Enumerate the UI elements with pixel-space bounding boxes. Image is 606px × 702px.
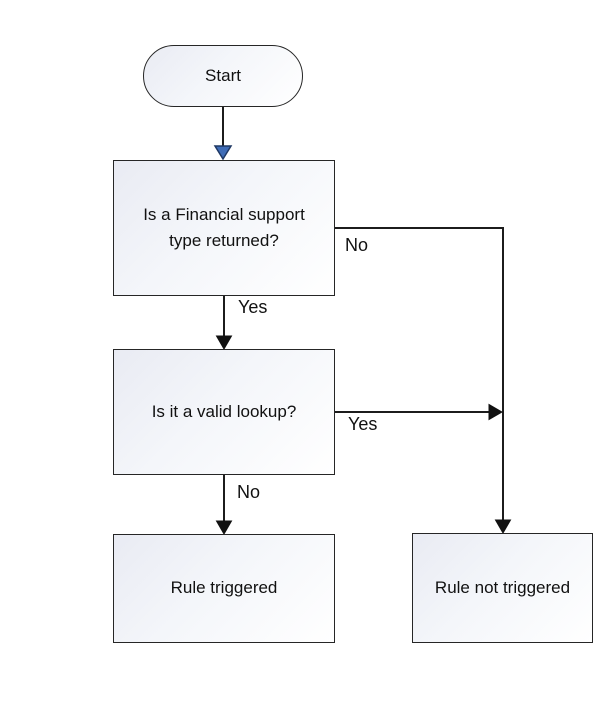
edge-label-q1-no: No <box>345 235 369 255</box>
connector-q1-no-to-rule-not-triggered <box>335 227 512 535</box>
down-arrowhead-icon <box>494 519 512 535</box>
node-financial-support-question: Is a Financial support type returned? <box>113 160 335 296</box>
blue-arrowhead-icon <box>213 145 233 161</box>
edge-label-q2-no: No <box>237 482 261 502</box>
connector-q2-no-to-rule-triggered <box>215 475 233 536</box>
connector-q2-yes-to-junction <box>335 403 504 421</box>
node-valid-lookup-question: Is it a valid lookup? <box>113 349 335 475</box>
right-arrowhead-icon <box>488 403 504 421</box>
node-q1-label-line1: Is a Financial support <box>143 204 305 224</box>
node-q1-label-line2: type returned? <box>169 231 279 250</box>
node-start-label: Start <box>205 65 241 85</box>
node-rule-triggered: Rule triggered <box>113 534 335 643</box>
edge-label-q1-yes: Yes <box>238 297 268 317</box>
node-q2-label: Is it a valid lookup? <box>151 401 297 421</box>
edge-label-q2-yes: Yes <box>348 414 378 434</box>
node-start: Start <box>143 45 303 107</box>
node-rule-not-triggered-label: Rule not triggered <box>434 577 571 597</box>
connector-q1-yes-to-q2 <box>215 296 233 351</box>
connector-start-to-q1 <box>213 107 233 161</box>
down-arrowhead-icon <box>215 520 233 536</box>
down-arrowhead-icon <box>215 335 233 351</box>
node-rule-triggered-label: Rule triggered <box>170 578 278 598</box>
node-rule-not-triggered: Rule not triggered <box>412 533 593 643</box>
